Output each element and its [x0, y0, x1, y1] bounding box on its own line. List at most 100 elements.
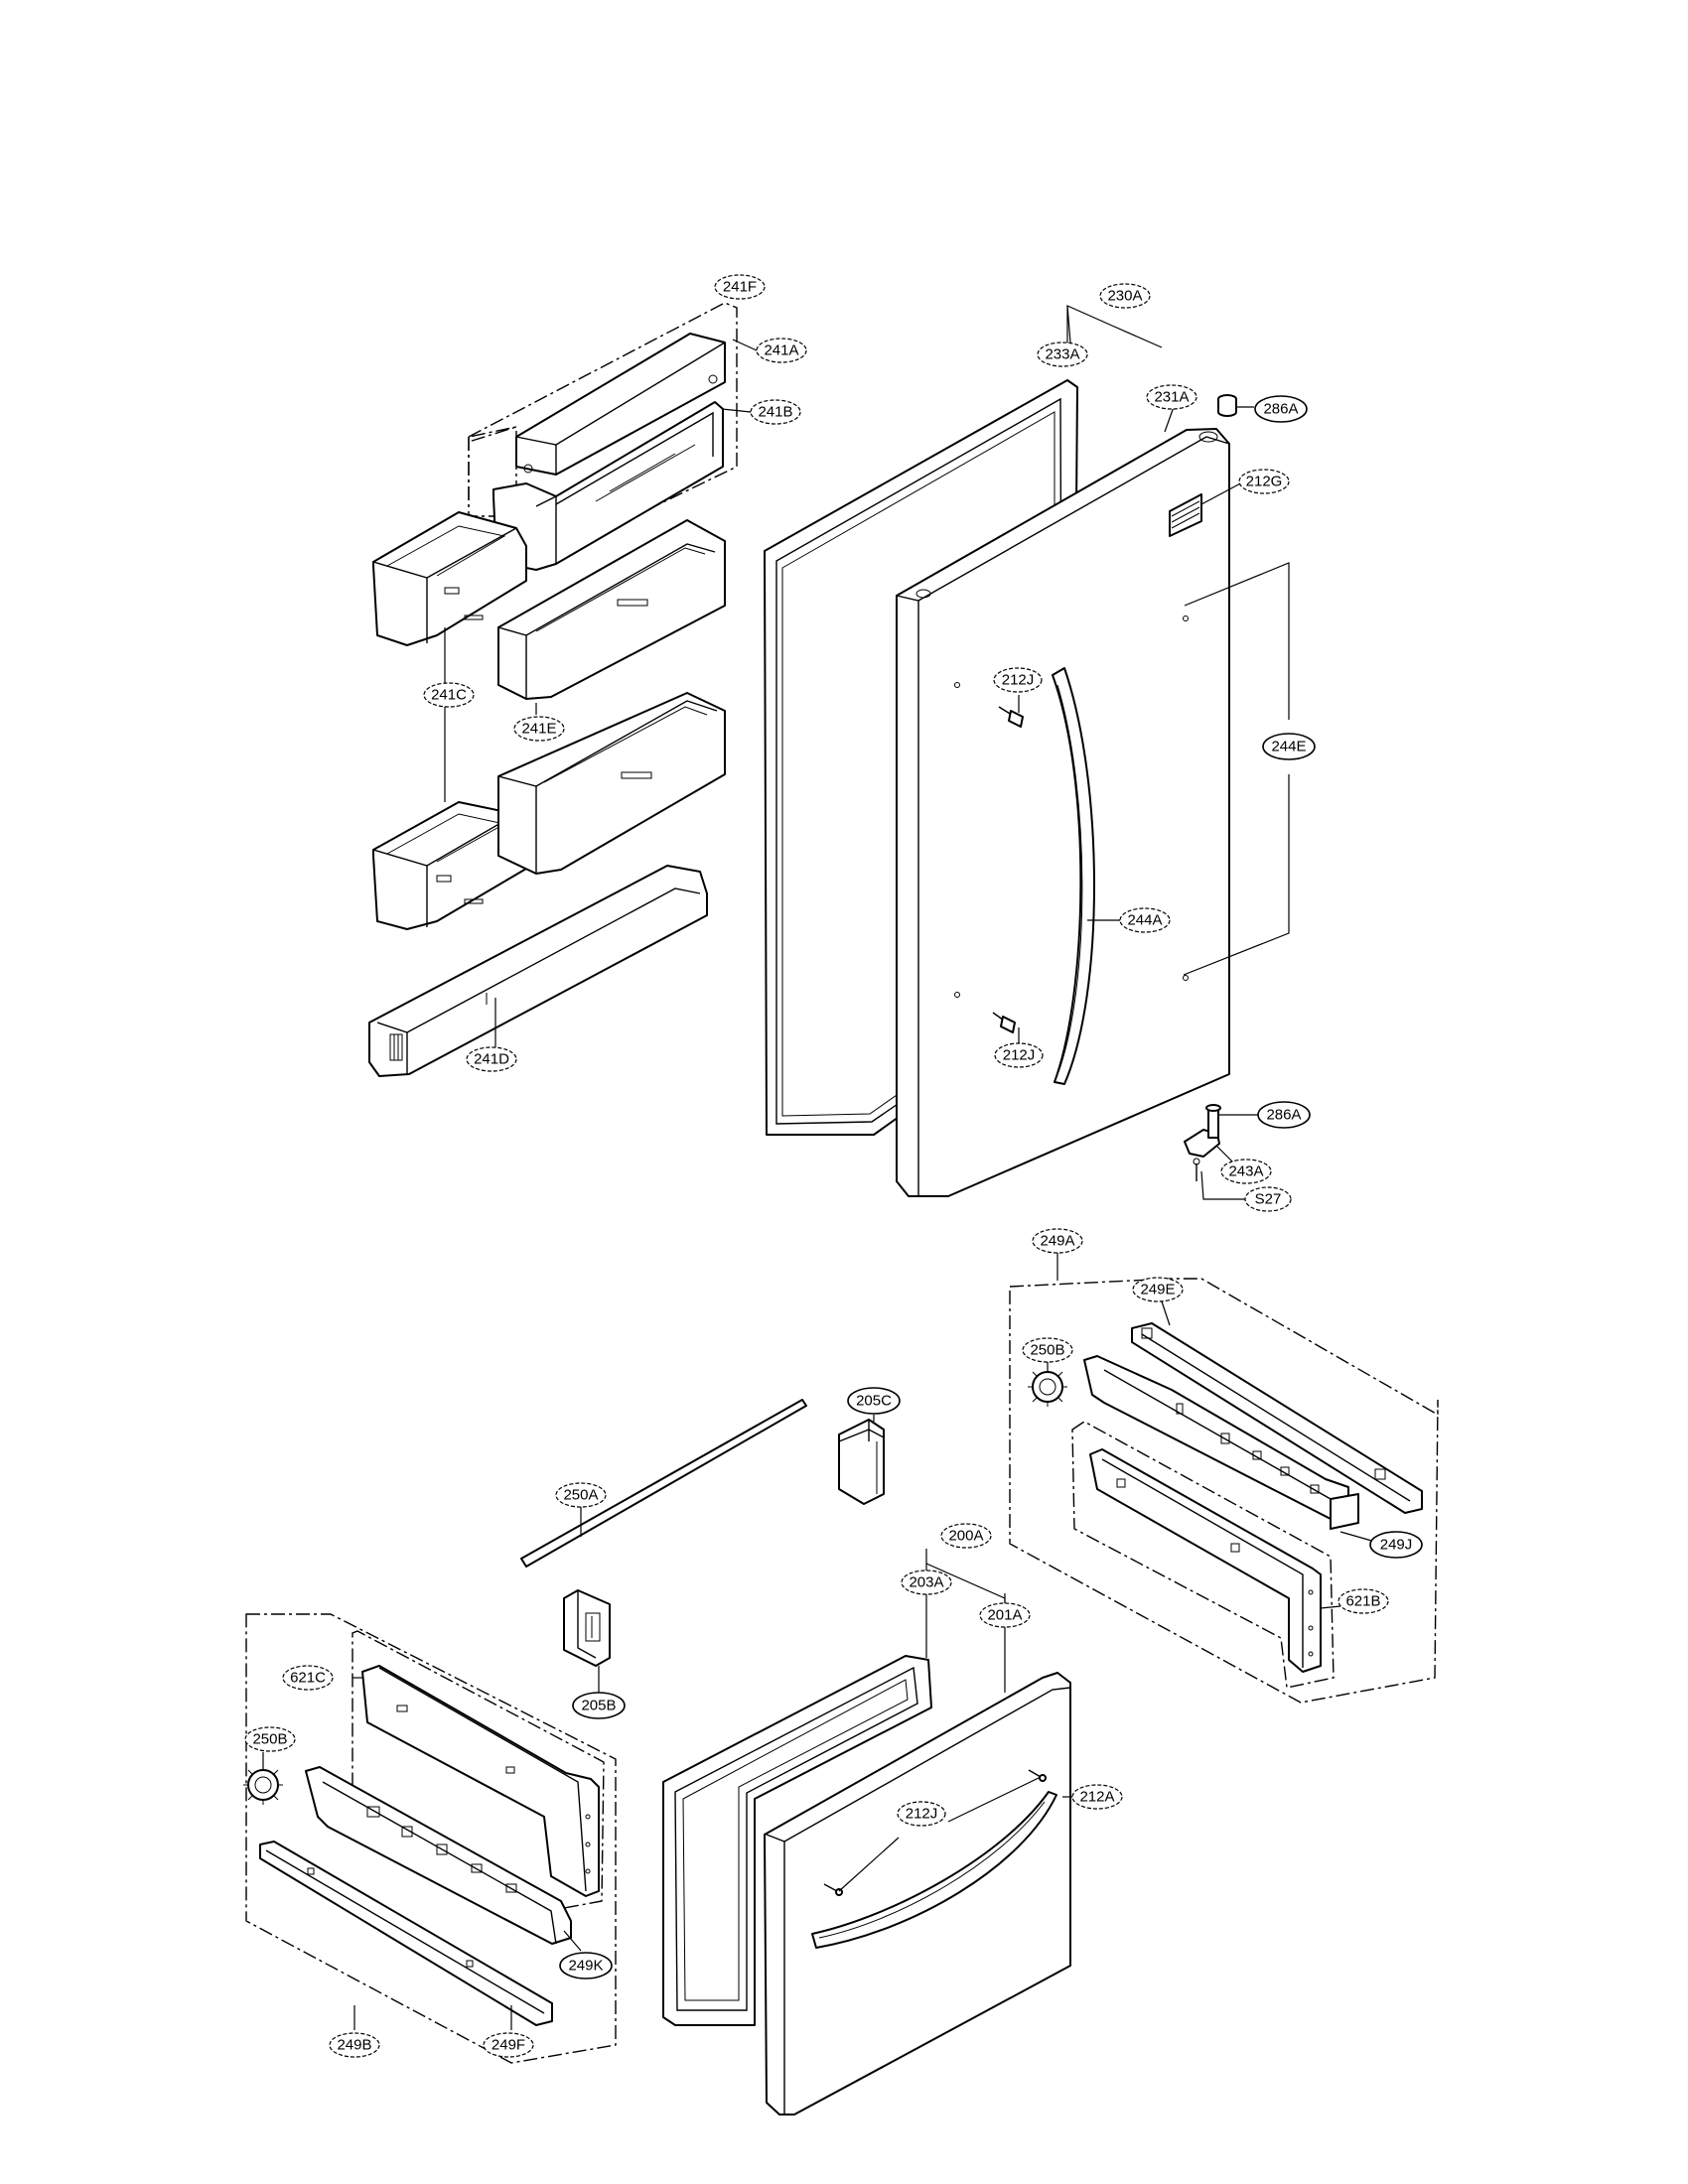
- assembly-241F-boundary: [468, 302, 738, 557]
- callout-250B-left-text: 250B: [252, 1731, 287, 1748]
- assembly-249A-outline: [1009, 1278, 1439, 1704]
- callout-212J-mid-text: 212J: [1003, 1047, 1036, 1064]
- callout-249F-text: 249F: [492, 2037, 525, 2054]
- callout-S27-text: S27: [1255, 1191, 1282, 1208]
- callout-203A-text: 203A: [909, 1574, 943, 1591]
- part-205C-cover: [838, 1419, 885, 1505]
- part-241C-small-bin-top: [372, 511, 527, 646]
- callout-243A-text: 243A: [1228, 1163, 1263, 1180]
- part-241E-bin-lower: [497, 692, 726, 875]
- callout-241E-text: 241E: [521, 721, 556, 738]
- part-621C-bracket: [361, 1665, 600, 1897]
- callout-212J-top-text: 212J: [1002, 672, 1035, 689]
- callout-212J-top: 212J: [993, 667, 1043, 693]
- callout-labels: 241F 241A 241B 241C 241E 241D 230A 233A …: [244, 274, 1423, 2058]
- callout-286A-top-text: 286A: [1263, 401, 1298, 418]
- callout-241C-text: 241C: [431, 687, 467, 704]
- callout-621B-text: 621B: [1345, 1593, 1380, 1610]
- part-243A-hinge: [1184, 1104, 1221, 1181]
- callout-201A: 201A: [979, 1602, 1031, 1628]
- part-203A-drawer-gasket: [662, 1655, 932, 2026]
- callout-249A: 249A: [1032, 1228, 1083, 1254]
- callout-212J-bottom-text: 212J: [906, 1806, 938, 1823]
- callout-200A-text: 200A: [948, 1528, 983, 1545]
- callout-241D-text: 241D: [474, 1051, 509, 1068]
- part-250A-strip: [520, 1399, 807, 1568]
- callout-S27: S27: [1244, 1186, 1292, 1212]
- callout-212J-mid: 212J: [994, 1042, 1044, 1068]
- door-bin-assembly-group: [368, 302, 758, 1077]
- callout-233A: 233A: [1037, 341, 1088, 367]
- rail-assembly-249A-group: [1009, 1253, 1439, 1704]
- callout-250B-right: 250B: [1022, 1337, 1073, 1363]
- part-249E-top-rail: [1131, 1322, 1423, 1514]
- callout-241F-text: 241F: [723, 279, 757, 296]
- callout-244A-text: 244A: [1127, 912, 1162, 929]
- part-250B-gear-left: [243, 1765, 283, 1805]
- callout-286A-bottom-text: 286A: [1266, 1107, 1301, 1124]
- callout-243A: 243A: [1220, 1159, 1272, 1184]
- callout-205C-text: 205C: [856, 1393, 892, 1410]
- callout-286A-bottom: 286A: [1257, 1101, 1311, 1129]
- callout-249E-text: 249E: [1140, 1282, 1175, 1298]
- callout-231A: 231A: [1146, 384, 1197, 410]
- callout-241B: 241B: [750, 399, 801, 425]
- callout-244E-text: 244E: [1271, 739, 1306, 755]
- callout-230A: 230A: [1099, 283, 1151, 309]
- callout-212G-text: 212G: [1246, 474, 1283, 490]
- rail-assembly-249B-group: [243, 1613, 617, 2064]
- callout-241C: 241C: [423, 682, 475, 708]
- part-249F-bottom-rail: [259, 1841, 553, 2026]
- callout-621C-text: 621C: [290, 1670, 326, 1687]
- callout-205B: 205B: [572, 1692, 626, 1719]
- callout-203A: 203A: [901, 1570, 952, 1595]
- callout-212A: 212A: [1071, 1784, 1123, 1810]
- callout-249J-text: 249J: [1380, 1537, 1413, 1554]
- part-249J-bracket: [1083, 1355, 1359, 1530]
- callout-249B-text: 249B: [337, 2037, 371, 2054]
- part-231A-door-panel: [896, 428, 1230, 1197]
- callout-621C: 621C: [282, 1665, 334, 1691]
- part-241E-bin-upper: [497, 519, 726, 700]
- callout-233A-text: 233A: [1045, 346, 1079, 363]
- callout-212A-text: 212A: [1079, 1789, 1114, 1806]
- callout-241A-text: 241A: [764, 342, 798, 359]
- part-205B-bracket: [563, 1589, 611, 1667]
- callout-241A: 241A: [756, 338, 807, 363]
- callout-241E: 241E: [513, 716, 565, 742]
- part-621B-bracket: [1089, 1448, 1322, 1673]
- part-241A-bin-lid: [515, 333, 726, 476]
- callout-250B-left: 250B: [244, 1726, 296, 1752]
- callout-244A: 244A: [1119, 907, 1171, 933]
- callout-212G: 212G: [1238, 469, 1290, 494]
- fresh-food-door-group: [764, 305, 1290, 1200]
- callout-249A-text: 249A: [1040, 1233, 1074, 1250]
- callout-250A: 250A: [555, 1482, 607, 1508]
- callout-249F: 249F: [483, 2032, 534, 2058]
- callout-250A-text: 250A: [563, 1487, 598, 1504]
- callout-205C: 205C: [847, 1387, 901, 1415]
- callout-286A-top: 286A: [1254, 395, 1308, 423]
- part-241B-bin: [492, 401, 724, 571]
- callout-200A: 200A: [940, 1523, 992, 1549]
- part-250B-gear-right: [1028, 1367, 1067, 1407]
- part-212G-vent: [1169, 493, 1202, 537]
- callout-250B-right-text: 250B: [1030, 1342, 1064, 1359]
- callout-241F: 241F: [714, 274, 766, 300]
- callout-212J-bottom: 212J: [897, 1801, 946, 1827]
- callout-249J: 249J: [1369, 1531, 1423, 1559]
- callout-244E: 244E: [1262, 733, 1316, 760]
- callout-249B: 249B: [329, 2032, 380, 2058]
- callout-201A-text: 201A: [987, 1607, 1022, 1624]
- part-249K-bracket: [305, 1766, 572, 1945]
- freezer-drawer-group: [662, 1549, 1072, 2116]
- part-241C-small-bin-bottom: [372, 801, 527, 930]
- callout-241D: 241D: [466, 1046, 517, 1072]
- part-286A-cap-top: [1217, 394, 1237, 417]
- callout-230A-text: 230A: [1107, 288, 1142, 305]
- callout-249K-text: 249K: [568, 1958, 603, 1975]
- callout-231A-text: 231A: [1154, 389, 1189, 406]
- callout-241B-text: 241B: [758, 404, 792, 421]
- callout-621B: 621B: [1337, 1588, 1389, 1614]
